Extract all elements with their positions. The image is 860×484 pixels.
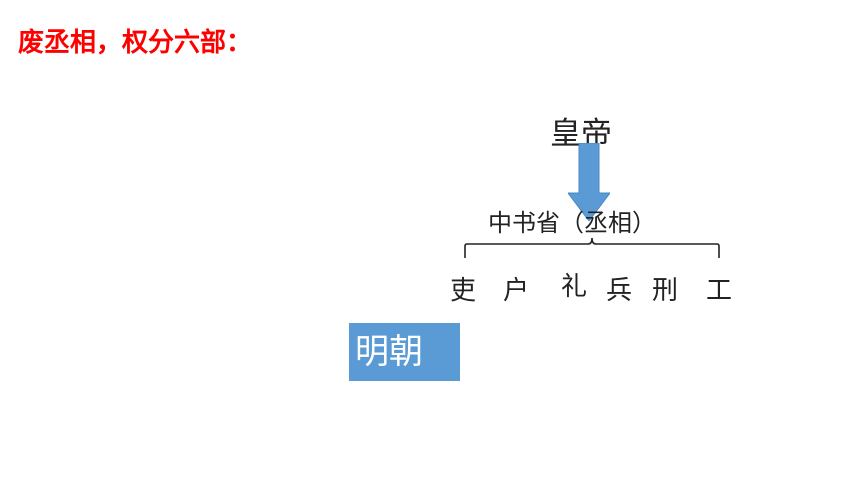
ministry-rites: 礼	[561, 272, 588, 302]
dynasty-label-box: 明朝	[349, 323, 460, 381]
ministries-bracket	[464, 237, 720, 258]
slide-title: 废丞相，权分六部：	[18, 28, 253, 58]
ministry-revenue: 户	[503, 276, 530, 306]
ministry-war: 兵	[606, 276, 633, 306]
down-arrow-icon	[568, 143, 610, 221]
ministry-works: 工	[706, 276, 733, 306]
secretariat-label: 中书省（丞相）	[488, 209, 656, 237]
ministry-justice: 刑	[652, 276, 679, 306]
ministry-personnel: 吏	[450, 276, 477, 306]
